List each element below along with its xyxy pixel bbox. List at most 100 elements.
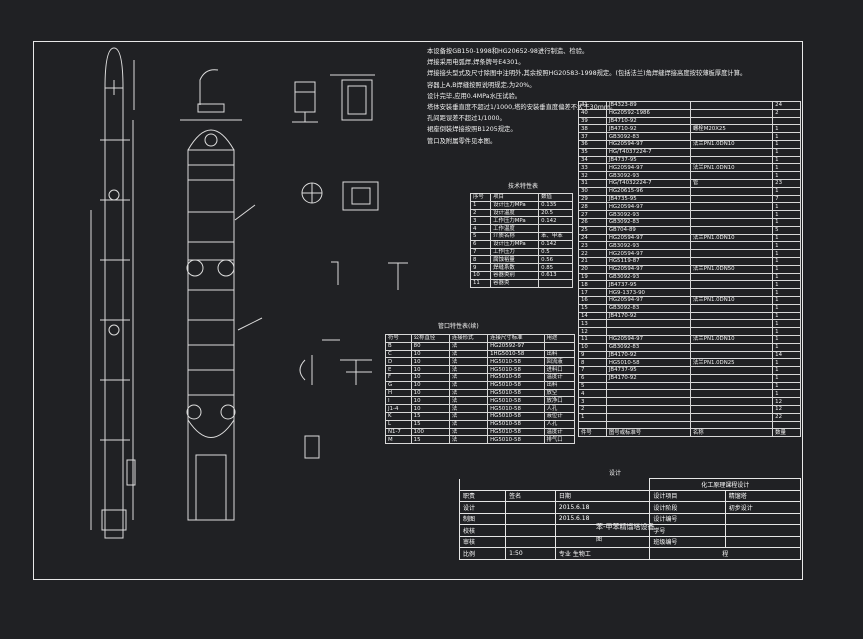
header-cell: 数量	[772, 428, 801, 438]
table-cell: N1-7	[385, 427, 412, 437]
table-cell: 22	[772, 412, 801, 422]
table-cell: 0.613	[538, 270, 573, 280]
table-cell: HG/T4037224-7	[605, 147, 691, 157]
table-cell: 30	[578, 186, 607, 196]
table-cell: 管	[689, 178, 774, 188]
table-cell: 法	[448, 380, 489, 390]
table-cell: HG20594-97	[605, 295, 691, 305]
table-cell: JB4710-92	[605, 124, 691, 134]
table-cell	[689, 194, 774, 204]
header-cell: 连接尺寸标准	[487, 334, 545, 343]
table-cell: 14	[772, 350, 801, 360]
table-cell: 1	[578, 412, 607, 422]
table-cell	[689, 350, 774, 360]
table-cell: 法	[448, 411, 489, 421]
table-cell: 法	[448, 419, 489, 429]
table-cell: 法兰PN1.0DN50	[689, 264, 774, 274]
table-cell: HG5010-58	[487, 365, 545, 374]
table-cell	[689, 132, 774, 141]
table-cell: JB4170-92	[605, 350, 691, 360]
table-cell: 10	[410, 372, 450, 382]
table-cell: HG5010-58	[487, 380, 545, 390]
table-cell: HG20615-96	[605, 186, 691, 196]
table-cell: 5	[772, 225, 801, 235]
table-cell: 28	[578, 202, 607, 212]
table-cell: 7	[772, 194, 801, 204]
table-cell: 10	[410, 396, 450, 406]
tb-design-item-value: 精馏塔	[724, 489, 802, 502]
table-cell	[689, 366, 774, 375]
top-pipe-left	[104, 47, 124, 89]
table-cell: 24	[772, 101, 801, 110]
table-cell	[689, 241, 774, 251]
table-cell: 出料	[543, 380, 575, 390]
tb-drafter-label: 制图	[458, 512, 507, 525]
table-cell	[689, 186, 774, 196]
table-cell: HG9-1373-90	[605, 288, 691, 297]
table-cell: HG20592-97	[487, 341, 545, 351]
table-cell: 0.142	[538, 239, 573, 249]
project-name: 化工原理课程设计	[649, 478, 801, 491]
table-cell	[689, 381, 774, 391]
table-cell: J1-4	[385, 404, 412, 413]
table-cell: HG20592-1986	[605, 108, 691, 118]
table-cell: 10	[578, 342, 607, 352]
table-cell: 焊缝系数	[490, 263, 540, 272]
table-cell: 6	[469, 239, 492, 249]
table-cell: JB4170-92	[605, 311, 691, 321]
table-cell: 17	[578, 288, 607, 297]
table-cell	[689, 108, 774, 118]
drawing-frame	[33, 41, 803, 580]
table-cell: 1	[772, 303, 801, 313]
table-cell	[605, 397, 691, 407]
header-cell: 项目	[490, 193, 540, 202]
table-cell: 9	[578, 350, 607, 360]
table-cell: 35	[578, 147, 607, 157]
table-cell: 1	[772, 124, 801, 134]
table-cell: 1	[772, 186, 801, 196]
table-cell: HG5010-58	[487, 372, 545, 382]
drawing-suffix: 图	[596, 536, 603, 543]
table-cell: 腐蚀裕量	[490, 255, 540, 265]
table-cell: 工作压力	[490, 247, 540, 257]
table-cell: HG5010-58	[487, 404, 545, 413]
table-cell: GB3092-83	[605, 303, 691, 313]
table-cell: 7	[469, 247, 492, 257]
table-cell: 12	[772, 397, 801, 407]
table-cell: 15	[410, 411, 450, 421]
bottom-note: 设计	[609, 470, 622, 477]
table-cell: 1HG5010-58	[487, 349, 545, 359]
tb-sign-header: 签名	[505, 489, 556, 502]
table-cell: 100	[410, 427, 450, 437]
table-cell: 5	[578, 381, 607, 391]
table-cell: 13	[578, 319, 607, 329]
tb-class-label: 班级编号	[649, 535, 726, 548]
table-cell	[689, 171, 774, 180]
note-5: 设计完毕,应用0.4MPa水压试验。	[427, 93, 522, 100]
table-cell: 23	[578, 241, 607, 251]
table-cell: 法	[448, 427, 489, 437]
